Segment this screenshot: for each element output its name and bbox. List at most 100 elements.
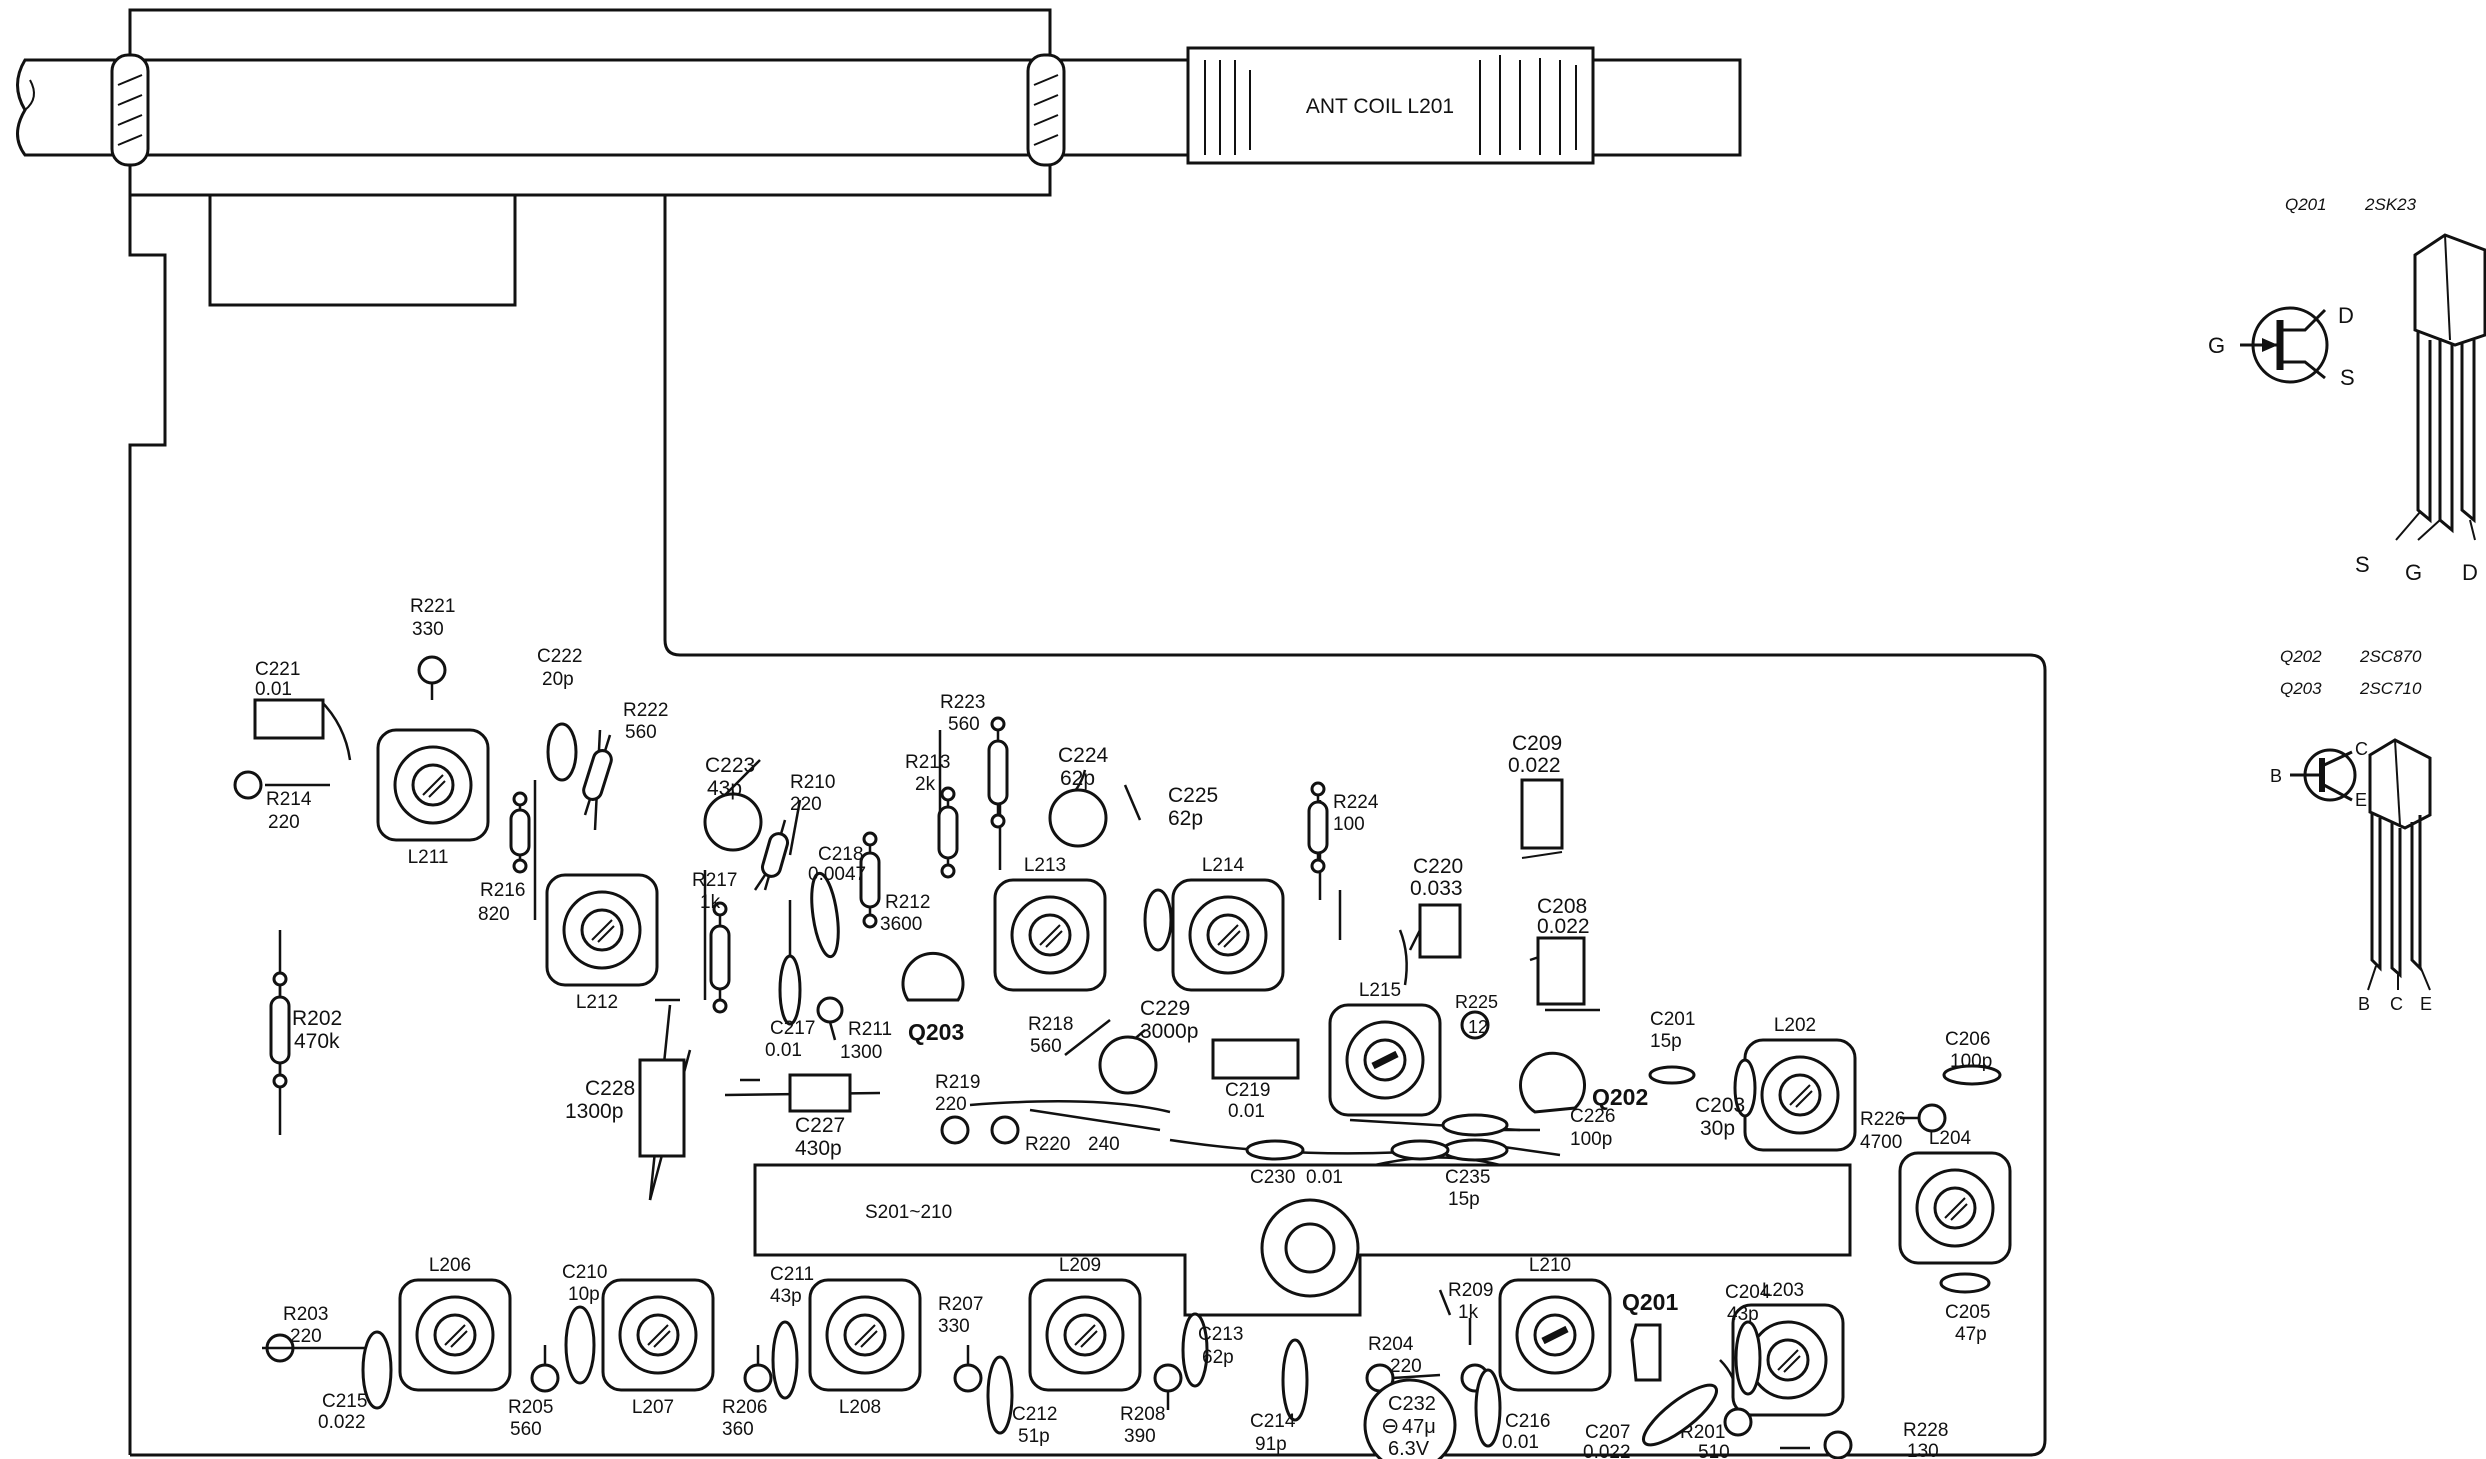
value-label: 47μ (1402, 1416, 1436, 1438)
value-label: 560 (1030, 1036, 1062, 1057)
ref-label: C201 (1650, 1009, 1695, 1030)
coil-l210[interactable]: L210 (1498, 1255, 1612, 1392)
coil-ref-label: L202 (1774, 1015, 1816, 1036)
coil-l202[interactable]: L202 (1743, 1015, 1857, 1152)
antenna-coil-label: ANT COIL L201 (1306, 95, 1454, 118)
transistor-ref-label: Q203 (908, 1019, 964, 1045)
value-label: 1300p (565, 1100, 623, 1123)
slot-mark (854, 1324, 876, 1346)
value-label: 390 (1124, 1426, 1156, 1447)
coil-l207[interactable]: L207 (601, 1278, 715, 1418)
ref-label: R221 (410, 596, 455, 617)
transistor-q203[interactable]: Q203 (901, 951, 965, 1045)
value-label: 130 (1907, 1441, 1939, 1459)
coil-ref-label: L206 (429, 1255, 471, 1276)
coil-l204[interactable]: L204 (1898, 1128, 2012, 1265)
coil-l214[interactable]: L214 (1171, 855, 1285, 992)
value-label: 62p (1060, 767, 1095, 790)
transistor-q201[interactable]: Q201 (1622, 1289, 1678, 1382)
slot-mark (1944, 1197, 1966, 1219)
ref-label: R226 (1860, 1109, 1905, 1130)
ref-label: R217 (692, 870, 737, 891)
slot-mark (1080, 1330, 1098, 1348)
band-switch[interactable]: S201~210 (753, 1163, 1852, 1317)
coil-l211[interactable]: L211 (376, 728, 490, 868)
bjt-pin-b: B (2358, 994, 2370, 1014)
coil-l213[interactable]: L213 (993, 855, 1107, 992)
bjt-base-label: B (2270, 766, 2282, 786)
slot-mark (1950, 1203, 1968, 1221)
coil-l212[interactable]: L212 (545, 873, 659, 1013)
ref-label: R218 (1028, 1014, 1073, 1035)
bjt-emitter-label: E (2355, 790, 2367, 810)
coil-l209[interactable]: L209 (1028, 1255, 1142, 1392)
coil-l206[interactable]: L206 (398, 1255, 512, 1392)
coil-l208[interactable]: L208 (808, 1278, 922, 1418)
coil-l215[interactable]: L215 (1328, 980, 1442, 1117)
coil-l203[interactable]: L203 (1731, 1280, 1845, 1417)
coil-ref-label: L213 (1024, 855, 1066, 876)
value-label: 2k (915, 774, 936, 795)
ref-label: C221 (255, 659, 300, 680)
value-label: 220 (935, 1094, 967, 1115)
transistor-q202[interactable]: Q202 (1519, 1051, 1649, 1114)
slot-mark (647, 1324, 669, 1346)
